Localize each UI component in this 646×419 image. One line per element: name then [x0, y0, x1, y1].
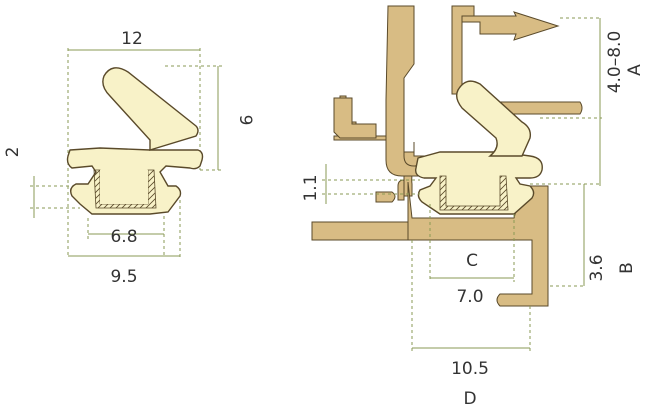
left-dim-base-height: 2 — [3, 147, 23, 158]
left-dim-width-top: 12 — [121, 29, 143, 49]
left-seal-profile — [30, 48, 222, 258]
left-upright — [385, 5, 425, 177]
left-dim-height-lip: 9 — [235, 115, 255, 126]
left-dim-inner-width: 6.8 — [110, 227, 137, 247]
right-seal-base — [414, 151, 543, 215]
left-seal-inner — [100, 170, 148, 204]
dim-range-label: 4.0–8.0 — [605, 31, 625, 94]
top-arrow-bar — [461, 11, 560, 41]
short-arm — [333, 97, 377, 139]
right-seal-lip — [455, 80, 532, 157]
right-seal-hatching — [439, 175, 509, 211]
left-seal-lip — [102, 67, 199, 151]
stop-arm — [495, 101, 583, 115]
label-d: D — [463, 389, 476, 409]
dim-c-label: C — [466, 251, 478, 271]
right-assembly — [311, 5, 602, 352]
left-dim-outer-width: 9.5 — [110, 267, 137, 287]
dim-depth-label: 3.6 — [587, 254, 607, 281]
dim-slot-label: 1.1 — [301, 174, 321, 201]
label-a: A — [625, 64, 645, 76]
dim-groove-width-label: 7.0 — [456, 287, 483, 307]
label-b: B — [617, 262, 637, 274]
dim-total-width-label: 10.5 — [451, 359, 489, 379]
